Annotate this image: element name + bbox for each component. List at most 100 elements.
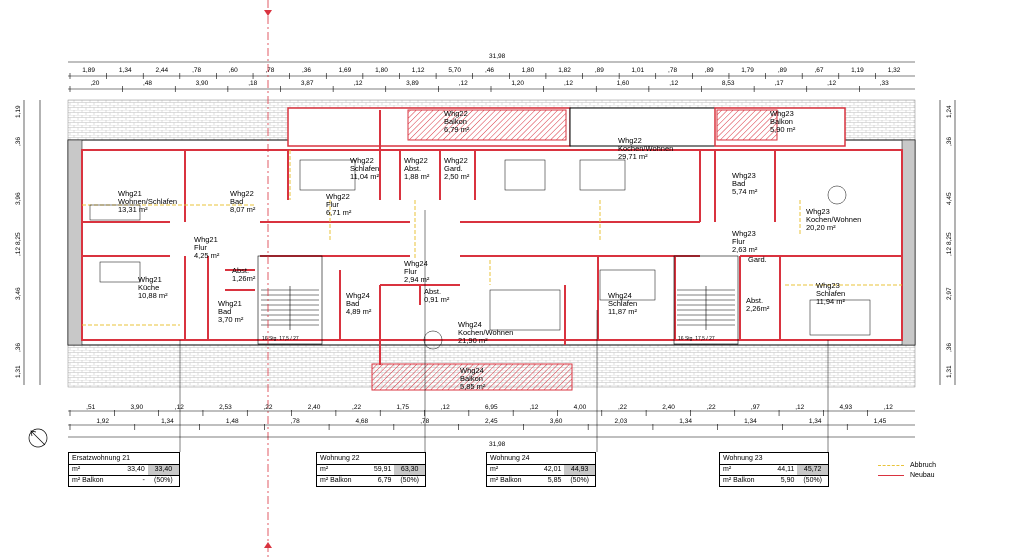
dimension-label: 1,31 — [15, 365, 22, 378]
room-name: Whg22 — [618, 136, 642, 145]
room-use: Balkon — [770, 117, 793, 126]
dimension-label: 2,40 — [662, 404, 675, 411]
dimension-label: ,89 — [778, 67, 787, 74]
area-row: m² Balkon-(50%) — [69, 476, 179, 486]
room-use: Flur — [326, 200, 339, 209]
room-use: Kochen/Wohnen — [806, 215, 861, 224]
dimension-label: 4,68 — [355, 418, 368, 425]
cell: m² Balkon — [72, 477, 104, 484]
dimension-label: 1,80 — [522, 67, 535, 74]
dimension-label: 1,20 — [511, 80, 524, 87]
room-name: Whg23 — [816, 281, 840, 290]
room-name: Gard. — [748, 255, 767, 264]
room-name: Whg23 — [732, 229, 756, 238]
dimension-label: 1,19 — [851, 67, 864, 74]
furniture — [89, 159, 871, 350]
section-arrow-top — [264, 10, 272, 16]
dimension-label: 1,89 — [82, 67, 95, 74]
room-name: Whg23 — [732, 171, 756, 180]
room-area: 2,26m² — [746, 304, 770, 313]
room-name: Whg24 — [608, 291, 632, 300]
dimension-label: ,36 — [302, 67, 311, 74]
room-label: Gard. — [748, 255, 767, 264]
room-use: Balkon — [444, 117, 467, 126]
dimension-label: ,78 — [192, 67, 201, 74]
dimension-label: 3,96 — [15, 192, 22, 205]
cell: 44,93 — [564, 465, 595, 475]
cell: (50%) — [400, 477, 420, 484]
room-use: Bad — [732, 179, 745, 188]
dimension-label: ,60 — [229, 67, 238, 74]
dimension-label: ,12 — [175, 404, 184, 411]
dimension-label: ,12 — [946, 247, 953, 256]
dimension-label: 3,60 — [550, 418, 563, 425]
room-name: Whg21 — [138, 275, 162, 284]
dimension-label: ,12 — [884, 404, 893, 411]
dimension-label: ,51 — [86, 404, 95, 411]
room-use: Bad — [218, 307, 231, 316]
dimension-label: 1,24 — [946, 105, 953, 118]
dimension-label: 2,44 — [156, 67, 169, 74]
dimension-label: 3,90 — [196, 80, 209, 87]
room-name: Whg22 — [230, 189, 254, 198]
dimension-label: ,12 — [827, 80, 836, 87]
dimension-label: ,67 — [814, 67, 823, 74]
dimension-label: 1,60 — [617, 80, 630, 87]
cell: - — [142, 477, 145, 484]
dimension-label: 8,25 — [946, 232, 953, 245]
room-name: Whg21 — [218, 299, 242, 308]
dimension-label: ,89 — [595, 67, 604, 74]
cell: m² Balkon — [723, 477, 755, 484]
cell: m² — [490, 466, 499, 473]
room-use: Wohnen/Schlafen — [118, 197, 177, 206]
stairwell-left — [257, 255, 323, 345]
room-use: Schlafen — [350, 164, 379, 173]
room-label: Abst.2,26m² — [746, 296, 770, 313]
dimension-label: 1,48 — [226, 418, 239, 425]
room-name: Whg21 — [194, 235, 218, 244]
dimension-label: ,12 — [459, 80, 468, 87]
dimension-label: ,12 — [353, 80, 362, 87]
dimension-label: ,22 — [263, 404, 272, 411]
dimension-label: 2,03 — [615, 418, 628, 425]
dimension-label: 1,34 — [809, 418, 822, 425]
room-label: Abst.1,26m² — [232, 266, 256, 283]
cell: 42,01 — [543, 466, 562, 473]
dimension-label: 2,40 — [308, 404, 321, 411]
dimension-label: 5,70 — [448, 67, 461, 74]
dimension-label: 3,87 — [301, 80, 314, 87]
dimension-label: 1,92 — [96, 418, 109, 425]
dimension-label: ,12 — [669, 80, 678, 87]
stair-steps-left — [261, 289, 319, 326]
dimension-label: 1,79 — [741, 67, 754, 74]
room-area: 13,31 m² — [118, 205, 148, 214]
room-area: 11,94 m² — [816, 297, 846, 306]
stairs-label-left: 16 Stg. 17,5 / 27 — [262, 336, 299, 342]
room-use: Abst. — [404, 164, 421, 173]
legend-label: Abbruch — [910, 461, 937, 469]
room-use: Küche — [138, 283, 159, 292]
dimension-label: ,12 — [441, 404, 450, 411]
leader-lines — [179, 210, 829, 452]
dimension-label: 1,31 — [946, 365, 953, 378]
area-table-title: Wohnung 24 — [487, 453, 595, 465]
dimension-label: ,48 — [143, 80, 152, 87]
dormer-kitchen — [569, 107, 716, 147]
room-area: 10,88 m² — [138, 291, 168, 300]
dimension-label: ,12 — [15, 247, 22, 256]
dimension-label: 1,69 — [339, 67, 352, 74]
room-name: Whg24 — [404, 259, 428, 268]
